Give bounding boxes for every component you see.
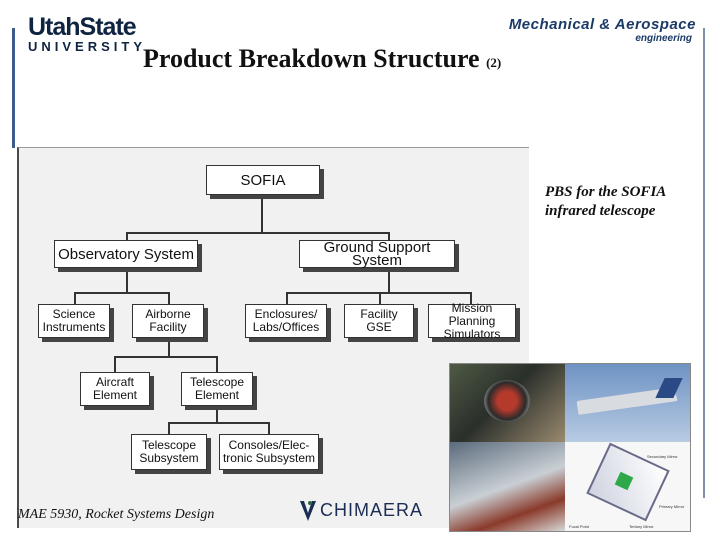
connector: [126, 232, 128, 240]
connector: [168, 422, 270, 424]
aircraft-photo: [565, 364, 690, 442]
telescope-schematic: Secondary Mirror Primary Mirror Tertiary…: [565, 442, 690, 531]
slide-title-text: Product Breakdown Structure: [143, 44, 480, 73]
usu-logo: UtahState UNIVERSITY: [28, 14, 150, 54]
connector: [168, 292, 170, 304]
connector: [168, 422, 170, 434]
aircraft-tail-image: [655, 378, 683, 398]
telescope-ring-image: [484, 380, 530, 422]
node-mission-planning: Mission Planning Simulators: [428, 301, 516, 340]
connector: [379, 292, 381, 304]
connector: [74, 292, 170, 294]
connector: [114, 356, 116, 372]
connector: [388, 232, 390, 240]
label-focal-point: Focal Point: [569, 524, 590, 529]
dept-logo-top: Mechanical & Aerospace: [508, 16, 696, 33]
connector: [168, 338, 170, 356]
node-ground-support-system: Ground Support System: [299, 240, 455, 268]
connector: [114, 356, 218, 358]
sofia-photo-collage: Secondary Mirror Primary Mirror Tertiary…: [449, 363, 691, 532]
pbs-diagram: SOFIA Observatory System Ground Support …: [17, 147, 529, 528]
label-primary-mirror: Primary Mirror: [659, 504, 685, 509]
usu-logo-bottom: UNIVERSITY: [28, 39, 147, 54]
usu-logo-top: UtahState: [28, 13, 137, 41]
chimaera-emblem-icon: [300, 501, 316, 521]
node-telescope-element: Telescope Element: [181, 372, 253, 406]
connector: [268, 422, 270, 434]
chimaera-logo: CHIMAERA: [320, 500, 424, 520]
node-science-instruments: Science Instruments: [38, 304, 110, 338]
connector: [216, 356, 218, 372]
connector: [261, 195, 263, 232]
connector: [74, 292, 76, 304]
connector: [286, 292, 288, 304]
telescope-assembly-photo: [450, 442, 565, 531]
node-aircraft-element: Aircraft Element: [80, 372, 150, 406]
connector: [470, 292, 472, 304]
node-sofia: SOFIA: [206, 165, 320, 195]
diagram-caption: PBS for the SOFIA infrared telescope: [545, 184, 666, 219]
dept-logo: Mechanical & Aerospace engineering: [466, 16, 696, 44]
dept-logo-bottom: engineering: [635, 33, 692, 44]
node-enclosures: Enclosures/ Labs/Offices: [245, 304, 327, 338]
telescope-cavity-photo: [450, 364, 565, 442]
node-consoles: Consoles/Elec- tronic Subsystem: [219, 434, 319, 470]
node-telescope-subsystem: Telescope Subsystem: [131, 434, 207, 470]
right-accent-bar: [703, 28, 705, 498]
node-facility-gse: Facility GSE: [344, 304, 414, 338]
slide-title: Product Breakdown Structure (2): [143, 44, 663, 74]
node-observatory-system: Observatory System: [54, 240, 198, 268]
node-airborne-facility: Airborne Facility: [132, 304, 204, 338]
slide-title-suffix: (2): [486, 55, 502, 70]
left-accent-bar: [12, 28, 15, 148]
connector: [126, 268, 128, 292]
connector: [126, 232, 390, 234]
label-secondary-mirror: Secondary Mirror: [647, 454, 678, 459]
connector: [216, 406, 218, 422]
course-footer: MAE 5930, Rocket Systems Design: [18, 507, 215, 522]
connector: [388, 268, 390, 292]
label-tertiary-mirror: Tertiary Mirror: [629, 524, 654, 529]
